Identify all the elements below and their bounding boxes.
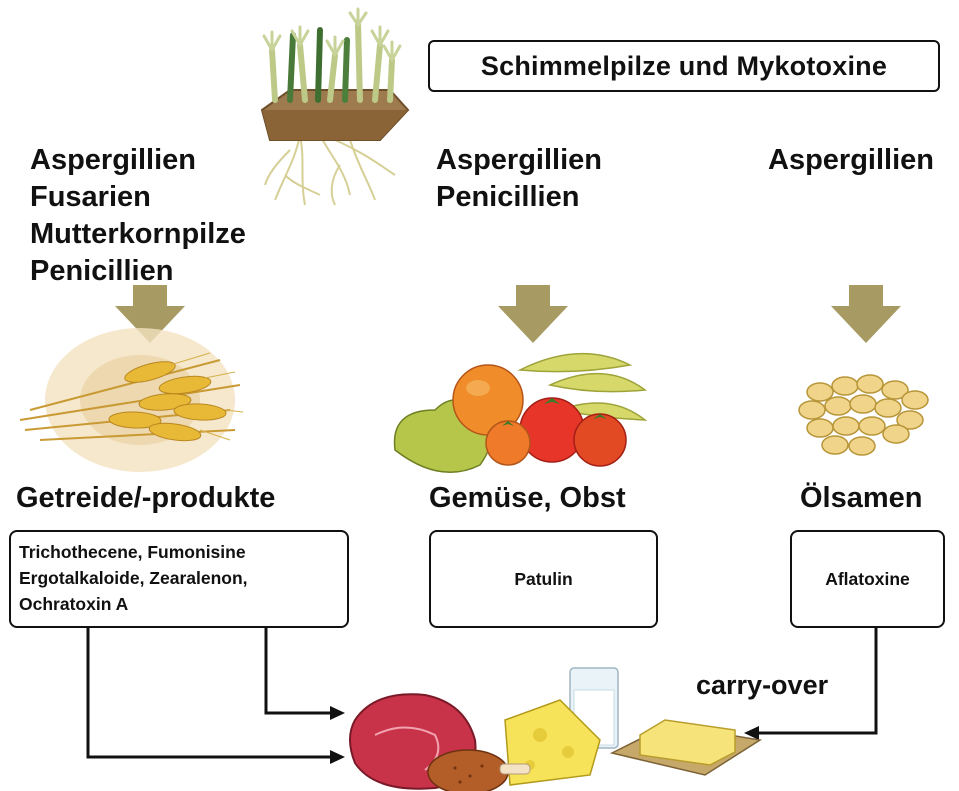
- carry-over-label: carry-over: [696, 670, 828, 701]
- food-label-grain: Getreide/-produkte: [16, 482, 275, 515]
- sources-produce: Aspergillien Penicillien: [436, 142, 602, 216]
- toxin-box-oilseed: Aflatoxine: [790, 530, 945, 628]
- toxin-item: Ergotalkaloide, Zearalenon,: [19, 565, 347, 591]
- source-item: Aspergillien: [436, 142, 602, 179]
- toxin-box-grain: Trichothecene, Fumonisine Ergotalkaloide…: [9, 530, 349, 628]
- toxin-box-produce: Patulin: [429, 530, 658, 628]
- down-arrow-grain: [115, 285, 185, 343]
- toxin-item: Trichothecene, Fumonisine: [19, 539, 347, 565]
- sources-grain: Aspergillien Fusarien Mutterkornpilze Pe…: [30, 142, 246, 290]
- source-item: Mutterkornpilze: [30, 216, 246, 253]
- diagram-title: Schimmelpilze und Mykotoxine: [428, 40, 940, 92]
- source-item: Fusarien: [30, 179, 246, 216]
- toxin-item: Patulin: [514, 569, 572, 590]
- source-item: Penicillien: [30, 253, 246, 290]
- toxin-item: Ochratoxin A: [19, 591, 347, 617]
- down-arrow-oilseed: [831, 285, 901, 343]
- wheat-icon: [20, 328, 243, 472]
- arrowhead: [330, 706, 345, 720]
- arrowhead: [744, 726, 759, 740]
- down-arrow-produce: [498, 285, 568, 343]
- toxin-item: Aflatoxine: [825, 569, 910, 590]
- arrowhead: [330, 750, 345, 764]
- source-item: Aspergillien: [30, 142, 246, 179]
- connector-line: [88, 619, 333, 757]
- sources-oilseed: Aspergillien: [768, 142, 934, 179]
- food-label-oilseed: Ölsamen: [800, 482, 923, 515]
- oilseed-icon: [799, 375, 928, 455]
- source-item: Aspergillien: [768, 142, 934, 179]
- food-label-produce: Gemüse, Obst: [429, 482, 626, 515]
- fruit-vegetable-icon: [395, 354, 646, 473]
- source-item: Penicillien: [436, 179, 602, 216]
